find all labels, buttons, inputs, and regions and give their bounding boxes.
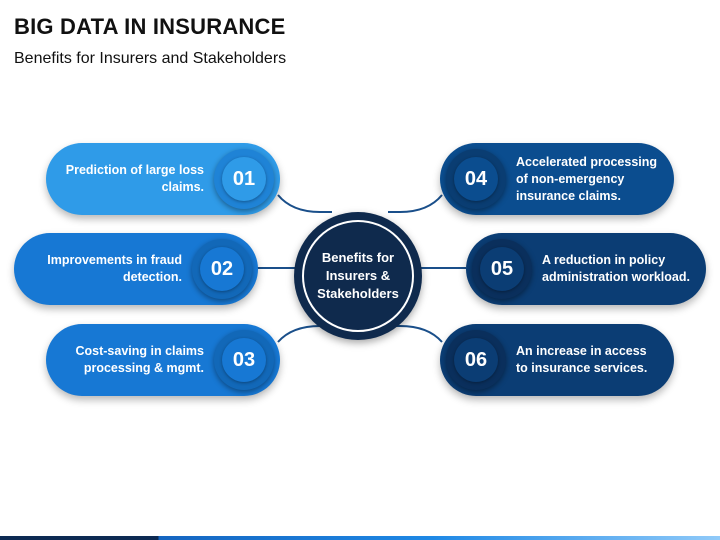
benefit-text-03: Cost-saving in claims processing & mgmt. <box>75 344 204 375</box>
benefit-text-04: Accelerated processing of non-emergency … <box>516 154 658 203</box>
footer-bar <box>0 536 720 540</box>
benefit-card-05: 05 A reduction in policy administration … <box>466 233 706 305</box>
benefit-number-01: 01 <box>232 167 256 190</box>
benefit-text-02: Improvements in fraud detection. <box>47 253 182 284</box>
center-hub-label: Benefits for Insurers & Stakeholders <box>317 250 399 301</box>
benefit-card-01: Prediction of large loss claims. 01 <box>46 143 280 215</box>
benefit-number-02: 02 <box>210 257 234 280</box>
benefit-text-05: A reduction in policy administration wor… <box>542 253 690 284</box>
benefit-card-06: 06 An increase in access to insurance se… <box>440 324 674 396</box>
page-title: BIG DATA IN INSURANCE <box>14 14 286 39</box>
benefit-number-05: 05 <box>490 257 514 280</box>
connector-06 <box>388 325 443 343</box>
benefit-number-04: 04 <box>464 167 488 190</box>
benefit-card-02: Improvements in fraud detection. 02 <box>14 233 258 305</box>
connector-01 <box>277 194 332 213</box>
benefit-text-06: An increase in access to insurance servi… <box>516 344 648 375</box>
benefit-badge-02: 02 <box>192 239 252 299</box>
benefit-number-06: 06 <box>464 348 488 371</box>
benefit-badge-01: 01 <box>214 149 274 209</box>
benefit-badge-05: 05 <box>472 239 532 299</box>
center-hub-ring: Benefits for Insurers & Stakeholders <box>302 220 414 332</box>
benefit-text-01: Prediction of large loss claims. <box>65 163 204 194</box>
benefit-card-03: Cost-saving in claims processing & mgmt.… <box>46 324 280 396</box>
center-hub: Benefits for Insurers & Stakeholders <box>294 212 422 340</box>
benefit-number-03: 03 <box>232 348 256 371</box>
benefit-card-04: 04 Accelerated processing of non-emergen… <box>440 143 674 215</box>
page-subtitle: Benefits for Insurers and Stakeholders <box>14 50 287 67</box>
benefit-badge-03: 03 <box>214 330 274 390</box>
benefit-badge-06: 06 <box>446 330 506 390</box>
connector-04 <box>388 194 443 213</box>
benefit-badge-04: 04 <box>446 149 506 209</box>
